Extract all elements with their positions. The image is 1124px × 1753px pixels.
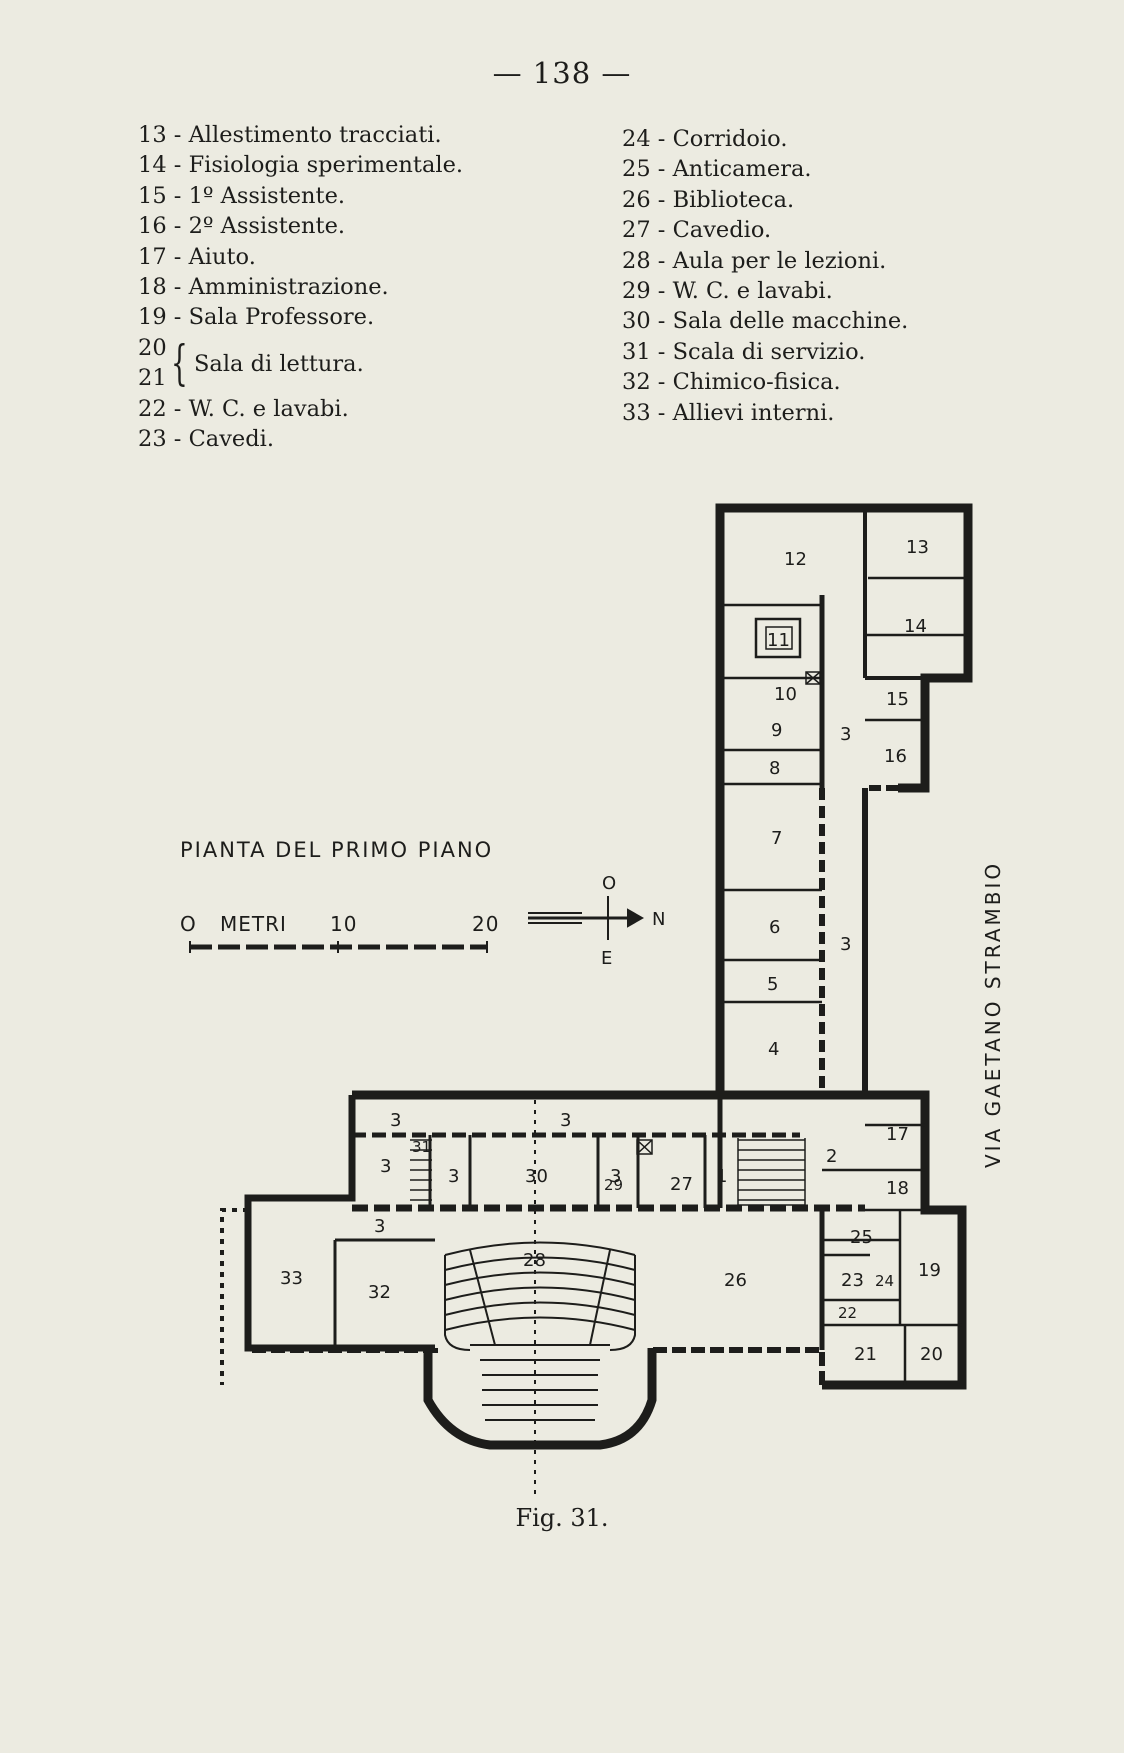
room-33-label: 33 (280, 1268, 303, 1289)
corridor-3-label: 3 (840, 934, 851, 955)
room-20-label: 20 (920, 1344, 943, 1365)
building-walls (220, 503, 973, 1495)
room-10-label: 10 (774, 684, 797, 705)
room-15-label: 15 (886, 689, 909, 710)
scale-mid: 10 (330, 912, 358, 936)
room-9-label: 9 (771, 720, 782, 741)
legend-item: 25 - Anticamera. (622, 156, 812, 183)
room-29-label: 29 (604, 1176, 623, 1194)
corridor-3-label: 3 (390, 1110, 401, 1131)
legend-brace-item: 20 21 { Sala di lettura. (138, 333, 463, 394)
room-4-label: 4 (768, 1039, 779, 1060)
legend-item: 26 - Biblioteca. (622, 186, 795, 213)
room-2-label: 2 (826, 1146, 837, 1167)
corridor-3-label: 3 (560, 1110, 571, 1131)
plan-title: PIANTA DEL PRIMO PIANO (180, 838, 494, 862)
room-32-label: 32 (368, 1282, 391, 1303)
legend-item: 17 - Aiuto. (138, 243, 256, 270)
room-1-label: 1 (716, 1166, 727, 1187)
street-label: VIA GAETANO STRAMBIO (981, 861, 1005, 1168)
legend-item: 32 - Chimico-fisica. (622, 369, 841, 396)
room-30-label: 30 (525, 1166, 548, 1187)
legend-item: 14 - Fisiologia sperimentale. (138, 152, 464, 179)
room-25-label: 25 (850, 1227, 873, 1248)
legend-item: 22 - W. C. e lavabi. (138, 395, 349, 422)
room-18-label: 18 (886, 1178, 909, 1199)
brace-glyph: { (171, 334, 188, 391)
room-24-label: 24 (875, 1272, 894, 1290)
legend-item: 27 - Cavedio. (622, 217, 772, 244)
room-16-label: 16 (884, 746, 907, 767)
legend-right: 24 - Corridoio. 25 - Anticamera. 26 - Bi… (622, 124, 908, 428)
corridor-3-label: 3 (374, 1216, 385, 1237)
room-7-label: 7 (771, 828, 782, 849)
room-8-label: 8 (769, 758, 780, 779)
compass-north-label: N (652, 909, 665, 930)
legend-text: Sala di lettura. (194, 350, 364, 377)
figure-caption: Fig. 31. (515, 1504, 609, 1532)
room-27-label: 27 (670, 1174, 693, 1195)
legend-item: 19 - Sala Professore. (138, 304, 375, 331)
room-13-label: 13 (906, 537, 929, 558)
room-19-label: 19 (918, 1260, 941, 1281)
room-3-label: 3 (610, 1166, 621, 1187)
room-31-label: 31 (412, 1138, 431, 1156)
compass-west-label: O (602, 873, 616, 894)
room-12-label: 12 (784, 549, 807, 570)
room-26-label: 26 (724, 1270, 747, 1291)
legend-item: 15 - 1º Assistente. (138, 182, 346, 209)
legend-num: 21 (138, 365, 167, 392)
room-14-label: 14 (904, 616, 927, 637)
legend-left: 13 - Allestimento tracciati. 14 - Fisiol… (138, 120, 463, 454)
room-5-label: 5 (767, 974, 778, 995)
room-21-label: 21 (854, 1344, 877, 1365)
room-22-label: 22 (838, 1304, 857, 1322)
legend-item: 23 - Cavedi. (138, 425, 274, 452)
legend-item: 13 - Allestimento tracciati. (138, 122, 442, 148)
legend-item: 30 - Sala delle macchine. (622, 308, 909, 335)
page-number: — 138 — (492, 56, 632, 90)
legend-item: 16 - 2º Assistente. (138, 213, 346, 240)
legend-item: 28 - Aula per le lezioni. (622, 247, 887, 274)
legend-item: 31 - Scala di servizio. (622, 338, 866, 365)
room-28-label: 28 (523, 1250, 546, 1271)
room-23-label: 23 (841, 1270, 864, 1291)
legend-item: 33 - Allievi interni. (622, 399, 835, 426)
scale-start: O (180, 912, 197, 936)
room-6-label: 6 (769, 917, 780, 938)
corridor-3-label: 3 (840, 724, 851, 745)
scale-end: 20 (472, 912, 500, 936)
compass-east-label: E (601, 948, 612, 969)
room-11-label: 11 (767, 630, 790, 651)
legend-item: 29 - W. C. e lavabi. (622, 277, 833, 304)
room-17-label: 17 (886, 1124, 909, 1145)
room-3-label: 3 (448, 1166, 459, 1187)
room-labels: 12 13 14 11 10 15 9 3 16 8 7 6 3 5 4 17 … (280, 537, 943, 1365)
room-3-label: 3 (380, 1156, 391, 1177)
legend-num: 20 (138, 334, 167, 361)
scale-bar (189, 941, 488, 953)
scale-unit: METRI (220, 912, 287, 936)
compass-icon (528, 896, 645, 940)
legend-item: 18 - Amministrazione. (138, 273, 389, 300)
legend-item: 24 - Corridoio. (622, 126, 788, 152)
